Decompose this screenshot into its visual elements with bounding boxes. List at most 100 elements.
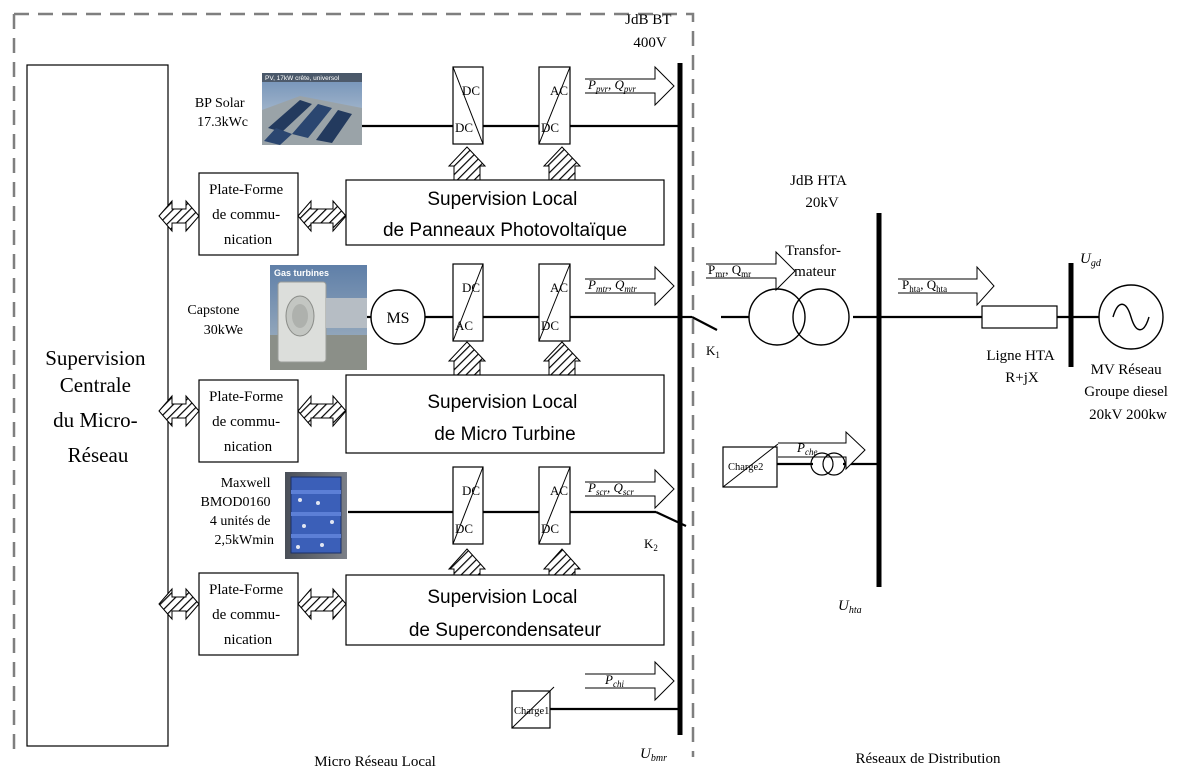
platform-2-line-3: nication xyxy=(224,439,273,455)
flow-arrows xyxy=(585,65,995,702)
hta-line-impedance xyxy=(981,305,1058,329)
platform-3: Plate-Forme de commu- nication xyxy=(198,572,299,656)
supervision-supercap: Supervision Local de Supercondensateur xyxy=(345,574,665,646)
svg-text:Supervision Centrale d: Supervision Centrale du Micro- Réseau xyxy=(45,346,151,467)
platform-2: Plate-Forme de commu- nication xyxy=(198,379,299,463)
supervision-supercap-line-1: Supervision Local xyxy=(427,587,577,608)
central-line-3: du Micro- xyxy=(53,408,138,432)
svg-text:Supervision Local de Sup: Supervision Local de Supercondensateur xyxy=(409,587,602,641)
flow-label-mr: Pmr, Qmr xyxy=(708,262,751,279)
central-line-2: Centrale xyxy=(60,373,131,397)
bus-bt-label: JdB BT 400V xyxy=(625,12,675,51)
flow-arrow-mt xyxy=(585,265,675,307)
converter-pv-1: DC DC xyxy=(452,66,484,145)
svg-text:AC: AC xyxy=(455,318,473,333)
grid-source xyxy=(1098,284,1164,350)
flow-arrow-chi xyxy=(585,660,675,702)
svg-text:DC: DC xyxy=(462,280,480,295)
svg-text:Plate-Forme de commu-: Plate-Forme de commu- nication xyxy=(209,182,287,248)
platform-1-line-1: Plate-Forme xyxy=(209,182,283,198)
switch-k1: K1 xyxy=(706,343,720,360)
up-arrow-mt-2 xyxy=(542,341,582,376)
grid-label: MV Réseau Groupe diesel 20kV 200kw xyxy=(1084,362,1171,423)
hta-line-label: Ligne HTA R+jX xyxy=(986,348,1057,386)
transformer-label: Transfor- mateur xyxy=(785,243,845,280)
transformer xyxy=(748,288,850,346)
turbine-photo: Gas turbines xyxy=(270,265,367,370)
supervision-pv-line-2: de Panneaux Photovoltaïque xyxy=(383,220,627,241)
up-arrow-mt-1 xyxy=(447,341,487,376)
synchronous-machine: MS xyxy=(370,289,426,345)
central-line-4: Réseau xyxy=(68,443,129,467)
supervision-pv: Supervision Local de Panneaux Photovolta… xyxy=(345,179,665,246)
supervision-pv-line-1: Supervision Local xyxy=(427,189,577,210)
platform-3-line-1: Plate-Forme xyxy=(209,582,283,598)
comm-arrow-2b xyxy=(297,394,347,428)
svg-text:Plate-Forme de commu-: Plate-Forme de commu- nication xyxy=(209,389,287,455)
up-arrow-pv-1 xyxy=(447,146,487,181)
supervision-supercap-line-2: de Supercondensateur xyxy=(409,620,602,641)
turbine-source-label: Capstone 30kWe xyxy=(187,303,243,338)
grid-voltage: Ugd xyxy=(1080,251,1102,269)
svg-text:DC: DC xyxy=(541,521,559,536)
supervision-turbine-line-2: de Micro Turbine xyxy=(434,424,576,445)
platform-3-line-2: de commu- xyxy=(212,607,280,623)
svg-text:Plate-Forme de commu-: Plate-Forme de commu- nication xyxy=(209,582,287,648)
bus-hta-label: JdB HTA 20kV xyxy=(790,173,850,211)
svg-text:Supervision Local de Pan: Supervision Local de Panneaux Photovolta… xyxy=(383,189,627,241)
turbine-photo-caption: Gas turbines xyxy=(274,268,329,278)
comm-arrow-1b xyxy=(297,199,347,233)
supervision-turbine: Supervision Local de Micro Turbine xyxy=(345,374,665,454)
platform-1-line-2: de commu- xyxy=(212,207,280,223)
flow-label-pv: Ppvr, Qpvr xyxy=(587,77,636,94)
svg-text:AC: AC xyxy=(550,280,568,295)
region-local-label: Micro Réseau Local xyxy=(314,754,436,770)
flow-arrow-che xyxy=(778,430,866,471)
charge2-transformer xyxy=(810,452,846,476)
svg-text:DC: DC xyxy=(541,318,559,333)
svg-text:Supervision Local de Mic: Supervision Local de Micro Turbine xyxy=(427,392,582,445)
svg-text:AC: AC xyxy=(550,83,568,98)
central-supervision-box xyxy=(26,64,169,747)
flow-arrow-mr xyxy=(706,250,796,292)
flow-arrow-pv xyxy=(585,65,675,107)
converter-mt-1: DC AC xyxy=(452,263,484,342)
supervision-turbine-line-1: Supervision Local xyxy=(427,392,577,413)
platform-1: Plate-Forme de commu- nication xyxy=(198,172,299,256)
flow-arrow-sc xyxy=(585,468,675,510)
charge2-label: Charge2 xyxy=(728,462,763,473)
pv-photo: PV, 17kW crête, universol xyxy=(262,73,362,145)
converter-sc-1: DC DC xyxy=(452,466,484,545)
region-distribution-label: Réseaux de Distribution xyxy=(856,751,1001,767)
central-line-1: Supervision xyxy=(45,346,146,370)
comm-arrow-3b xyxy=(297,587,347,621)
charge2-load: Charge2 xyxy=(722,443,779,488)
platform-3-line-3: nication xyxy=(224,632,273,648)
platform-1-line-3: nication xyxy=(224,232,273,248)
charge1-load: Charge1 xyxy=(511,686,555,729)
converter-pv-2: AC DC xyxy=(538,66,571,145)
bus-hta-voltage: Uhta xyxy=(838,598,862,616)
micro-grid-boundary xyxy=(12,12,695,757)
platform-2-line-1: Plate-Forme xyxy=(209,389,283,405)
svg-text:AC: AC xyxy=(550,483,568,498)
flow-arrow-hta xyxy=(898,265,995,307)
svg-text:DC: DC xyxy=(541,120,559,135)
pv-photo-caption: PV, 17kW crête, universol xyxy=(265,75,340,82)
pv-source-label: BP Solar 17.3kWc xyxy=(195,96,248,130)
supercap-source-label: Maxwell BMOD0160 4 unités de 2,5kWmin xyxy=(200,476,274,548)
converter-mt-2: AC DC xyxy=(538,263,571,342)
comm-arrows xyxy=(158,146,582,621)
up-arrow-sc-2 xyxy=(542,548,582,576)
flow-label-hta: Phta, Qhta xyxy=(902,277,947,294)
flow-label-sc: Pscr, Qscr xyxy=(587,480,634,497)
platform-2-line-2: de commu- xyxy=(212,414,280,430)
switch-k2: K2 xyxy=(644,536,658,553)
flow-label-chi: Pchi xyxy=(604,672,624,689)
bus-bt-voltage: Ubmr xyxy=(640,746,667,764)
up-arrow-sc-1 xyxy=(447,548,487,576)
svg-text:DC: DC xyxy=(455,120,473,135)
svg-text:DC: DC xyxy=(462,83,480,98)
